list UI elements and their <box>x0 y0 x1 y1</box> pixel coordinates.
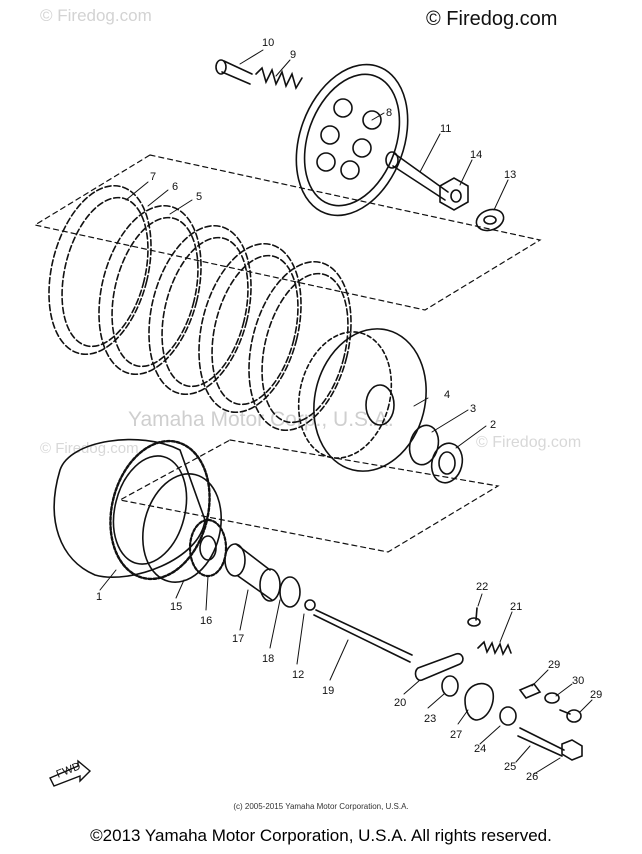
return-spring <box>477 640 512 657</box>
callout-4: 4 <box>444 389 450 401</box>
watermark-mid-left: © Firedog.com <box>40 440 139 457</box>
callout-7: 7 <box>150 171 156 183</box>
callout-29-lower: 29 <box>590 689 602 701</box>
fwd-label: FWD <box>55 760 83 781</box>
clutch-spring <box>255 66 303 90</box>
screw-22 <box>467 607 481 627</box>
callout-29-upper: 29 <box>548 659 560 671</box>
callout-24: 24 <box>474 743 486 755</box>
watermark-top-right: © Firedog.com <box>426 8 558 30</box>
callout-3: 3 <box>470 403 476 415</box>
callout-10: 10 <box>262 37 274 49</box>
callout-2: 2 <box>490 419 496 431</box>
callout-16: 16 <box>200 615 212 627</box>
spring-bolt <box>215 59 253 85</box>
callout-26: 26 <box>526 771 538 783</box>
adjuster-housing <box>464 682 495 721</box>
lock-washer-2 <box>430 442 464 484</box>
friction-plates <box>48 184 352 432</box>
callout-17: 17 <box>232 633 244 645</box>
assembly-outline-lower <box>118 439 500 553</box>
callout-18: 18 <box>262 653 274 665</box>
callout-11: 11 <box>440 123 451 135</box>
spacer <box>224 543 281 602</box>
callout-13: 13 <box>504 169 516 181</box>
callout-22: 22 <box>476 581 488 593</box>
callout-15: 15 <box>170 601 182 613</box>
callout-6: 6 <box>172 181 178 193</box>
callout-21: 21 <box>510 601 522 613</box>
clutch-housing <box>53 438 211 581</box>
washer-23 <box>441 675 459 697</box>
callout-8: 8 <box>386 107 392 119</box>
washer-18 <box>279 576 301 608</box>
pressure-plate <box>295 63 409 217</box>
push-lever <box>414 652 464 682</box>
callout-23: 23 <box>424 713 436 725</box>
copyright-main: ©2013 Yamaha Motor Corporation, U.S.A. A… <box>90 826 552 845</box>
washer-29 <box>544 692 560 704</box>
callout-1: 1 <box>96 591 102 603</box>
push-rod <box>385 151 449 201</box>
lock-washer <box>475 208 505 232</box>
adjust-bolt <box>517 727 583 761</box>
callout-12: 12 <box>292 669 304 681</box>
callout-5: 5 <box>196 191 202 203</box>
callout-25: 25 <box>504 761 516 773</box>
copyright-small: (c) 2005-2015 Yamaha Motor Corporation, … <box>233 802 409 811</box>
bracket-29 <box>518 683 542 699</box>
callout-20: 20 <box>394 697 406 709</box>
assembly-outline-upper <box>33 154 542 311</box>
push-rod-long <box>313 609 413 663</box>
callout-19: 19 <box>322 685 334 697</box>
steel-ball <box>304 599 316 611</box>
lock-nut <box>439 177 469 211</box>
callout-30: 30 <box>572 675 584 687</box>
watermark-middle: Yamaha Motor Corp., U.S.A. <box>128 408 394 431</box>
callout-9: 9 <box>290 49 296 61</box>
watermark-mid-right: © Firedog.com <box>476 434 582 451</box>
fwd-arrow-icon <box>49 759 92 787</box>
watermark-top-left: © Firedog.com <box>40 6 152 25</box>
adjust-screw <box>499 706 517 726</box>
clutch-boss <box>297 328 427 472</box>
leader-lines <box>99 49 593 775</box>
callout-14: 14 <box>470 149 482 161</box>
bolt-30 <box>559 709 582 723</box>
callout-27: 27 <box>450 729 462 741</box>
o-ring <box>142 473 222 583</box>
